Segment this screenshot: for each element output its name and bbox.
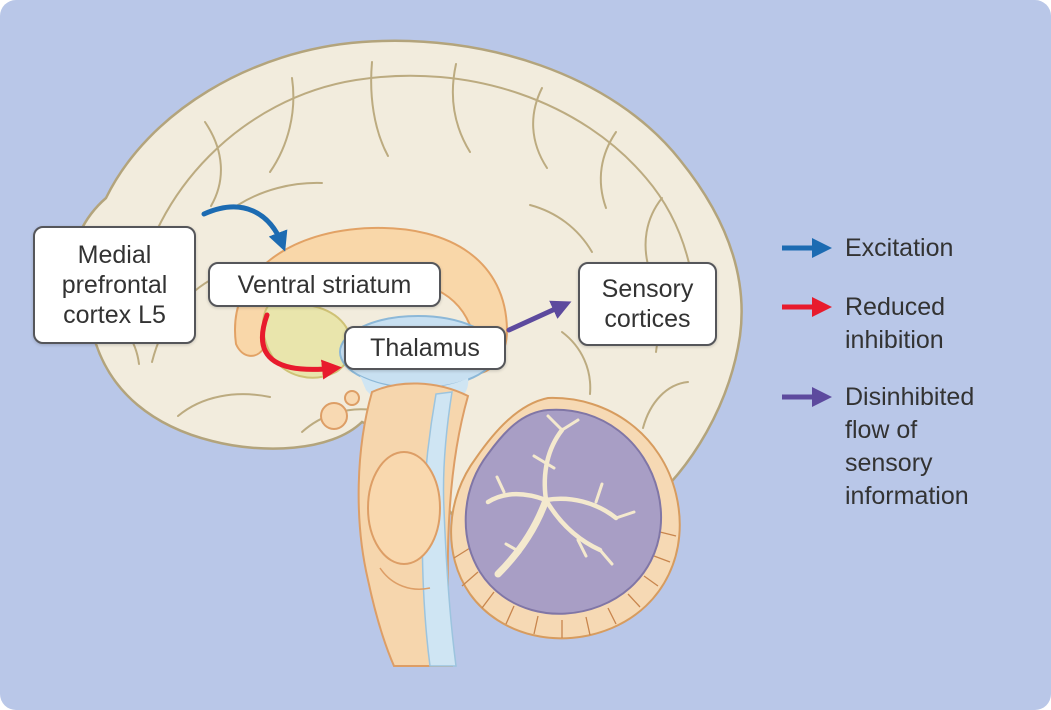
- arbor-vitae-shape: [485, 414, 636, 578]
- reduced-inhibition-arrow: [259, 312, 342, 380]
- pituitary-shape: [320, 402, 348, 430]
- legend-label-disinhibited-flow: Disinhibited flow of sensory information: [845, 383, 975, 510]
- label-medial-prefrontal-cortex: Medial prefrontal cortex L5: [33, 226, 196, 344]
- mammillary-body-shape: [344, 390, 360, 406]
- medulla-line: [379, 567, 431, 590]
- label-sensory-cortices-text: Sensory cortices: [601, 275, 694, 333]
- disinhibited-flow-arrow: [506, 300, 572, 333]
- cerebellum-striations: [453, 531, 677, 638]
- label-ventral-striatum-text: Ventral striatum: [237, 270, 412, 299]
- legend-label-reduced-inhibition: Reduced inhibition: [845, 293, 946, 354]
- label-thalamus: Thalamus: [344, 326, 506, 370]
- label-sensory-cortices: Sensory cortices: [578, 262, 717, 346]
- label-ventral-striatum: Ventral striatum: [208, 262, 441, 307]
- label-thalamus-text: Thalamus: [370, 334, 480, 362]
- pons-shape: [367, 451, 441, 565]
- excitation-arrow: [201, 204, 288, 252]
- legend-label-excitation: Excitation: [845, 234, 954, 262]
- label-medial-prefrontal-cortex-text: Medial prefrontal cortex L5: [61, 241, 168, 329]
